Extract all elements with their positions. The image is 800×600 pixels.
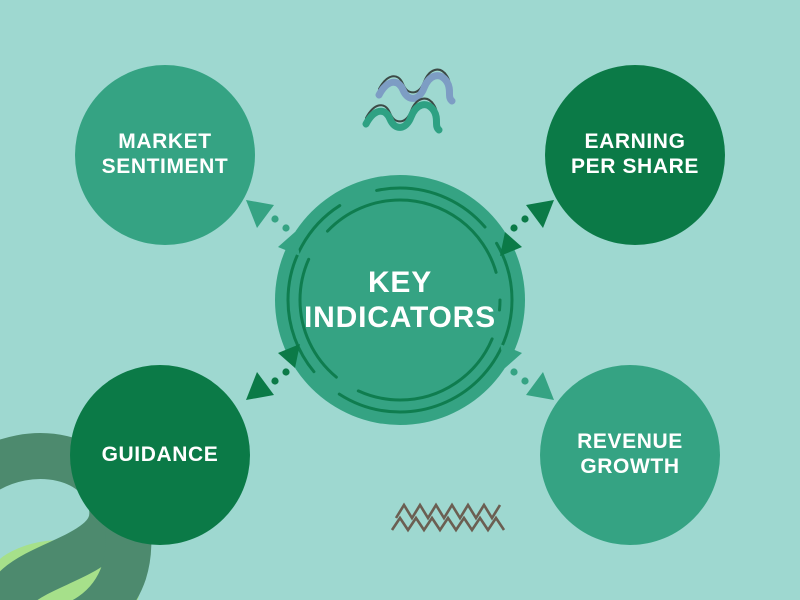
connector-dot [271, 377, 279, 385]
zigzag-row-top-icon [394, 502, 502, 521]
wavy-squiggle-blue-icon [375, 72, 456, 105]
node-market-sentiment[interactable]: MARKET SENTIMENT [75, 65, 255, 245]
node-guidance[interactable]: GUIDANCE [70, 365, 250, 545]
arrowhead-down-left-icon [246, 372, 274, 400]
wavy-squiggle-blue [375, 68, 456, 105]
node-label-earning-per-share: EARNING PER SHARE [571, 130, 699, 178]
node-earning-per-share[interactable]: EARNING PER SHARE [545, 65, 725, 245]
connector-to-market-sentiment [246, 200, 300, 256]
arrowhead-up-left-icon [246, 200, 274, 228]
connector-dot [521, 215, 529, 223]
wavy-squiggle-green-icon [362, 101, 443, 134]
connector-to-guidance [246, 344, 300, 400]
connector-to-earning-per-share [500, 200, 554, 256]
connector-tail-icon [500, 232, 522, 256]
connector-tail-icon [278, 344, 300, 368]
connector-dot [521, 377, 529, 385]
connector-to-revenue-growth [500, 344, 554, 400]
arrowhead-down-right-icon [526, 372, 554, 400]
zigzag-lines [390, 502, 506, 533]
connector-tail-icon [278, 232, 300, 256]
connector-dot [282, 224, 290, 232]
connector-tail-icon [500, 344, 522, 368]
wavy-squiggle-green [362, 97, 443, 134]
center-ring-group [286, 186, 514, 414]
node-label-guidance: GUIDANCE [101, 442, 219, 466]
center-outer-ring-icon [286, 186, 514, 414]
connector-dot [271, 215, 279, 223]
node-key-indicators[interactable]: KEY INDICATORS [275, 175, 525, 425]
connector-dot [510, 224, 518, 232]
node-label-revenue-growth: REVENUE GROWTH [577, 430, 683, 478]
zigzag-row-bottom-icon [390, 515, 506, 533]
corner-swirl-icon [0, 433, 136, 600]
node-revenue-growth[interactable]: REVENUE GROWTH [540, 365, 720, 545]
center-inner-ring-icon [298, 198, 502, 402]
node-label-market-sentiment: MARKET SENTIMENT [101, 130, 229, 178]
arrowhead-up-right-icon [526, 200, 554, 228]
connector-dot [510, 368, 518, 376]
node-label-key-indicators: KEY INDICATORS [304, 265, 496, 334]
connector-dot [282, 368, 290, 376]
